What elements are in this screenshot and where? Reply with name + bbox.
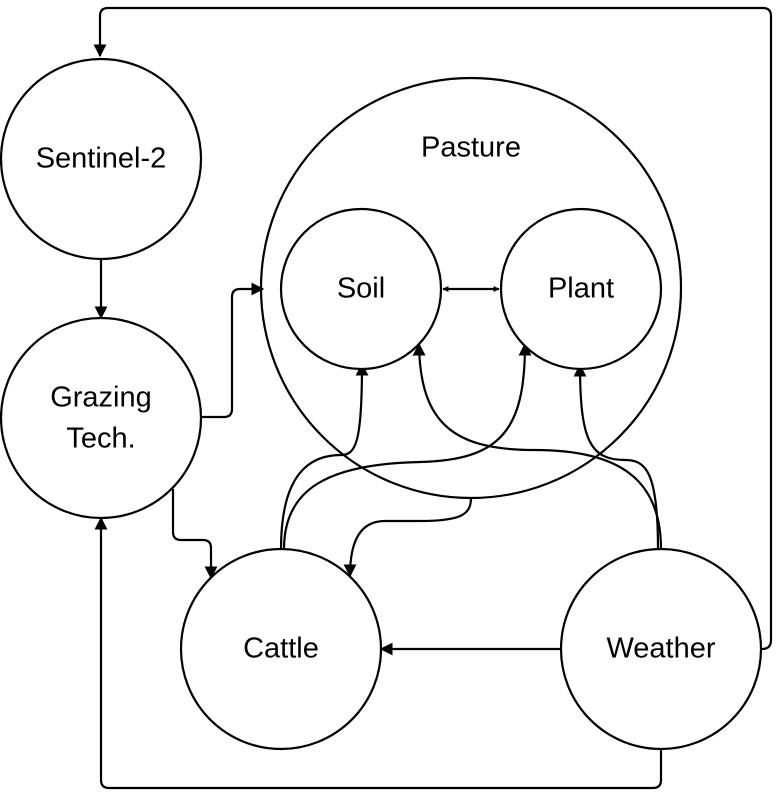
grazing-label-line2: Tech. xyxy=(66,423,135,455)
cattle-node xyxy=(179,547,383,751)
sentinel-label: Sentinel-2 xyxy=(36,143,167,175)
grazing-node xyxy=(0,316,203,520)
edge-weather-plant xyxy=(573,363,660,550)
weather-label: Weather xyxy=(606,633,715,665)
edge-weather-sentinel xyxy=(93,6,773,651)
edge-weather-grazing xyxy=(94,516,663,790)
edge-cattle-soil xyxy=(279,362,369,550)
plant-label: Plant xyxy=(548,273,614,305)
cattle-label: Cattle xyxy=(243,633,319,665)
grazing-label-line1: Grazing xyxy=(50,382,152,414)
sentinel-node xyxy=(0,57,203,261)
soil-label: Soil xyxy=(337,273,385,305)
soil-node xyxy=(279,207,443,371)
edge-grazing-pasture xyxy=(202,282,265,419)
weather-node xyxy=(559,547,763,751)
plant-node xyxy=(499,207,663,371)
edge-weather-soil xyxy=(412,342,663,550)
edge-cattle-plant xyxy=(282,342,532,550)
edge-pasture-cattle xyxy=(343,497,473,578)
pasture-label: Pasture xyxy=(421,132,521,164)
edge-grazing-cattle xyxy=(171,489,218,580)
